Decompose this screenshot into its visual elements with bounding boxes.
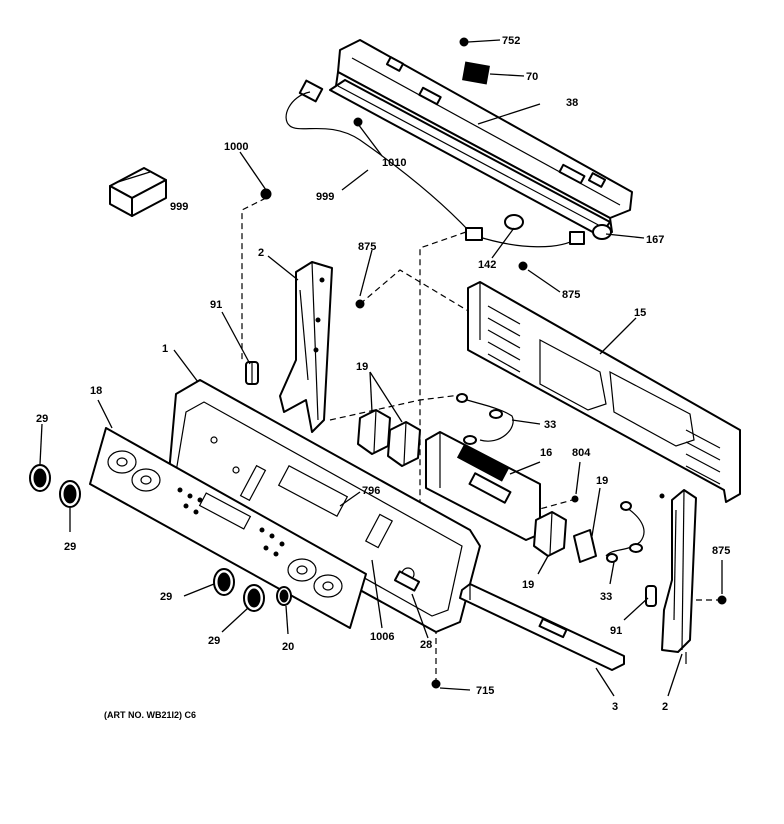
clip-91-left xyxy=(245,361,259,385)
control-board-16 xyxy=(425,431,541,541)
lamp-tube xyxy=(298,79,612,240)
wiring-33-right xyxy=(605,493,665,563)
leader-lines xyxy=(39,39,723,697)
callout-33-bottom: 33 xyxy=(600,591,612,603)
callout-167: 167 xyxy=(646,234,664,246)
callout-29-a: 29 xyxy=(36,413,48,425)
callout-875-left: 875 xyxy=(358,241,376,253)
callout-20: 20 xyxy=(282,641,294,653)
callout-999-harness: 999 xyxy=(316,191,334,203)
callout-804: 804 xyxy=(572,447,591,459)
switches-19-pair xyxy=(357,409,421,467)
callout-19-top: 19 xyxy=(356,361,368,373)
callout-18: 18 xyxy=(90,385,102,397)
screw-752 xyxy=(459,37,469,47)
callout-91-left: 91 xyxy=(210,299,222,311)
callout-29-c: 29 xyxy=(160,591,172,603)
callout-752: 752 xyxy=(502,35,520,47)
block-999 xyxy=(109,167,167,217)
callout-142: 142 xyxy=(478,259,496,271)
callout-38: 38 xyxy=(566,97,578,109)
wiring-33 xyxy=(456,393,514,445)
callout-28: 28 xyxy=(420,639,432,651)
callout-3: 3 xyxy=(612,701,618,713)
knob-20 xyxy=(276,586,292,606)
knob-29-c xyxy=(213,568,235,596)
switch-19-right xyxy=(533,511,597,563)
connector-70 xyxy=(462,61,490,85)
callout-labels: 752 70 38 1010 1000 999 999 167 142 875 … xyxy=(36,35,730,720)
callout-33-top: 33 xyxy=(544,419,556,431)
callout-70: 70 xyxy=(526,71,538,83)
callout-2-right: 2 xyxy=(662,701,668,713)
lamp-socket-142 xyxy=(504,214,524,230)
callout-1000: 1000 xyxy=(224,141,248,153)
callout-15: 15 xyxy=(634,307,646,319)
callout-19-right: 19 xyxy=(596,475,608,487)
rear-panel-15 xyxy=(467,281,741,503)
knob-29-b xyxy=(59,480,81,508)
callout-796: 796 xyxy=(362,485,380,497)
callout-875-upper: 875 xyxy=(562,289,580,301)
callout-19-bottom: 19 xyxy=(522,579,534,591)
callout-91-right: 91 xyxy=(610,625,622,637)
front-overlay-18 xyxy=(89,427,367,629)
callout-16: 16 xyxy=(540,447,552,459)
knob-29-a xyxy=(29,464,51,492)
callout-1010: 1010 xyxy=(382,157,406,169)
side-bracket-left-2 xyxy=(279,261,333,433)
callout-29-b: 29 xyxy=(64,541,76,553)
callout-29-d: 29 xyxy=(208,635,220,647)
callout-1006: 1006 xyxy=(370,631,394,643)
screw-1010 xyxy=(353,117,363,127)
art-number: (ART NO. WB21I2) C6 xyxy=(104,710,196,720)
clip-91-right xyxy=(645,585,657,607)
part-28 xyxy=(393,570,421,592)
callout-875-right: 875 xyxy=(712,545,730,557)
callout-999-block: 999 xyxy=(170,201,188,213)
side-bracket-right-2 xyxy=(661,489,697,664)
lower-trim-3 xyxy=(459,583,625,671)
knob-29-d xyxy=(243,584,265,612)
wire-harness-999 xyxy=(285,91,585,248)
callout-2-left: 2 xyxy=(258,247,264,259)
grommet-1000 xyxy=(260,188,272,200)
callout-1: 1 xyxy=(162,343,168,355)
screw-875-upper xyxy=(518,261,528,271)
callout-715: 715 xyxy=(476,685,494,697)
